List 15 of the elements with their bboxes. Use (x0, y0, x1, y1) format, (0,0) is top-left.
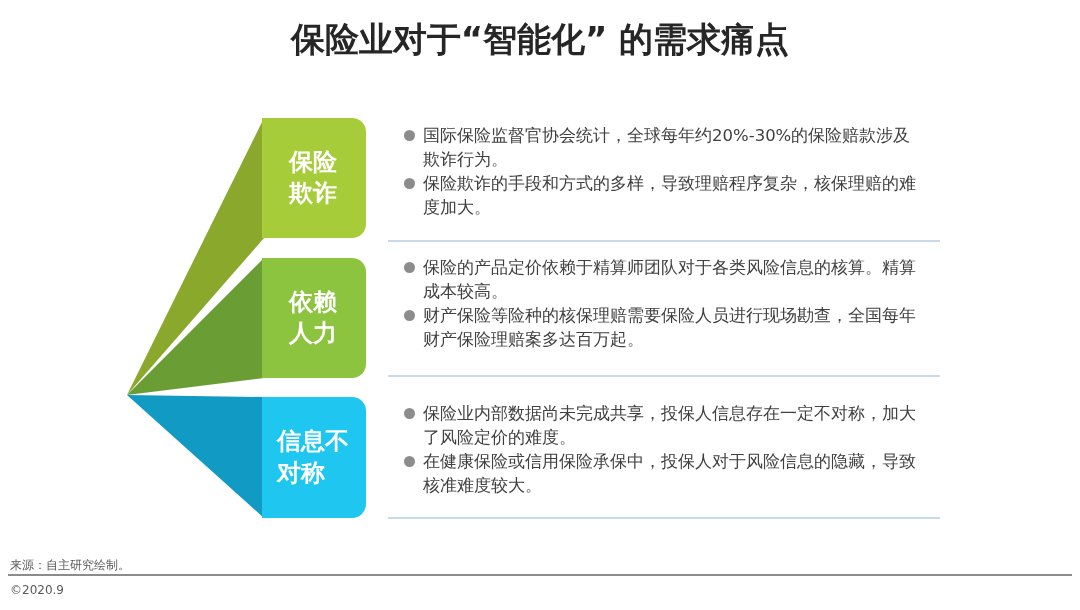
source-note: 来源：自主研究绘制。 (10, 557, 130, 574)
bullet-text: 财产保险等险种的核保理赔需要保险人员进行现场勘查，全国每年财产保险理赔案多达百万起。 (423, 305, 916, 351)
category-tab (262, 397, 366, 518)
category-label: 信息不对称 (277, 426, 351, 489)
bullet-text: 保险的产品定价依赖于精算师团队对于各类风险信息的核算。精算成本较高。 (423, 257, 916, 303)
bullet-text: 国际保险监督官协会统计，全球每年约20%-30%的保险赔款涉及欺诈行为。 (423, 125, 912, 171)
category-tab (262, 118, 366, 238)
bullet-text: 保险欺诈的手段和方式的多样，导致理赔程序复杂，核保理赔的难度加大。 (423, 173, 916, 219)
bullet-text: 在健康保险或信用保险承保中，投保人对于风险信息的隐藏，导致核准难度较大。 (423, 451, 916, 497)
category-tab (262, 258, 366, 378)
title: 保险业对于“智能化” 的需求痛点 (289, 18, 791, 61)
copyright-note: ©2020.9 (10, 582, 64, 599)
category-label: 依赖人力 (289, 286, 339, 349)
category-label: 保险欺诈 (289, 146, 339, 209)
bullet-text: 保险业内部数据尚未完成共享，投保人信息存在一定不对称，加大了风险定价的难度。 (423, 403, 916, 449)
